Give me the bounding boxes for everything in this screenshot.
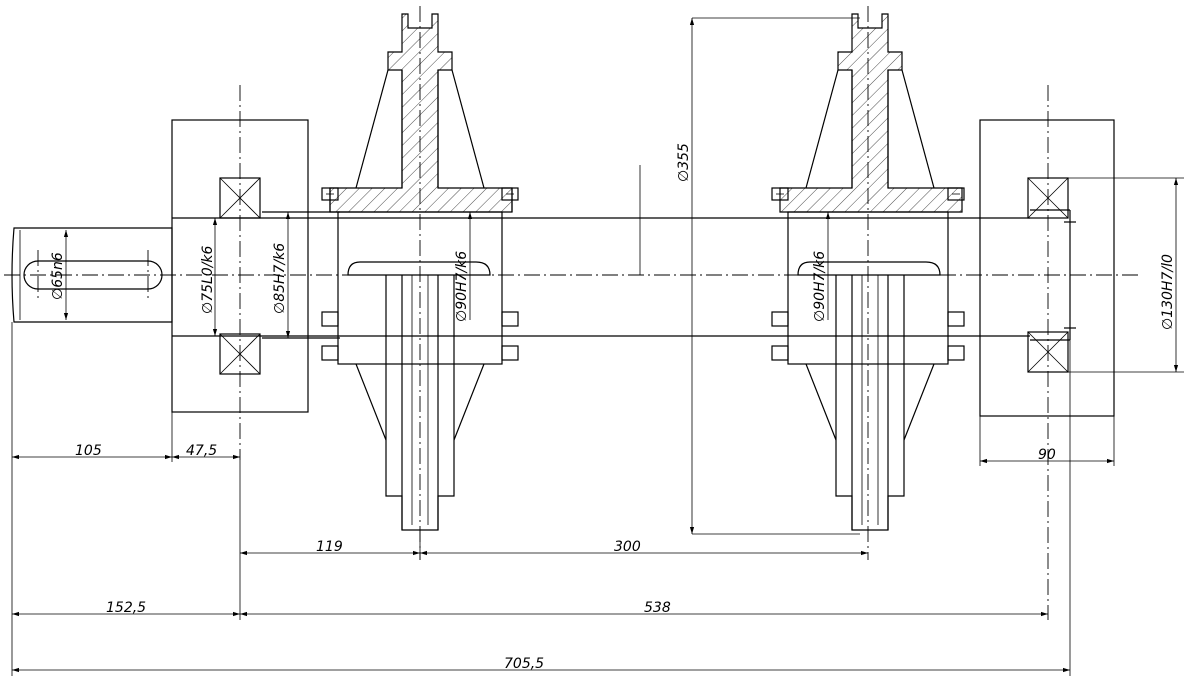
dim-152-5: 152,5	[106, 600, 146, 616]
dim-47-5: 47,5	[186, 443, 217, 459]
dim-sprocket-diameter: ∅355	[676, 143, 692, 182]
dim-705-5: 705,5	[504, 656, 544, 672]
dim-300: 300	[614, 539, 641, 555]
dim-bearing-left-diameter: ∅75L0/k6	[200, 245, 216, 314]
dim-90: 90	[1038, 447, 1056, 463]
dim-hub-left-diameter: ∅90H7/k6	[454, 251, 470, 322]
left-sprocket-flange	[329, 13, 513, 213]
left-bearing-bottom	[219, 333, 261, 375]
dim-105: 105	[75, 443, 102, 459]
dim-hub-right-diameter: ∅90H7/k6	[812, 251, 828, 322]
right-bearing-housing	[979, 85, 1184, 620]
shaft-end	[11, 227, 173, 323]
right-bearing-top	[1027, 177, 1069, 219]
dim-housing-left-diameter: ∅85H7/k6	[272, 243, 288, 314]
right-sprocket-flange	[779, 13, 963, 213]
left-bearing-housing	[171, 85, 309, 460]
left-sprocket-assembly	[321, 6, 519, 560]
dim-housing-right-diameter: ∅130H7/l0	[1160, 254, 1176, 330]
dim-shaft-end-diameter: ∅65n6	[50, 252, 66, 300]
left-bearing-top	[219, 177, 261, 219]
dim-538: 538	[644, 600, 671, 616]
main-shaft	[172, 209, 1076, 341]
right-sprocket-assembly	[771, 6, 965, 560]
dim-119: 119	[316, 539, 343, 555]
length-dims: 105 47,5 90 119 300 152,5 538 705,5	[11, 322, 1115, 676]
diameter-dims: ∅65n6 ∅75L0/k6 ∅85H7/k6 ∅90H7/k6 ∅90H7/k…	[50, 17, 1179, 535]
right-bearing-bottom	[1027, 331, 1069, 373]
